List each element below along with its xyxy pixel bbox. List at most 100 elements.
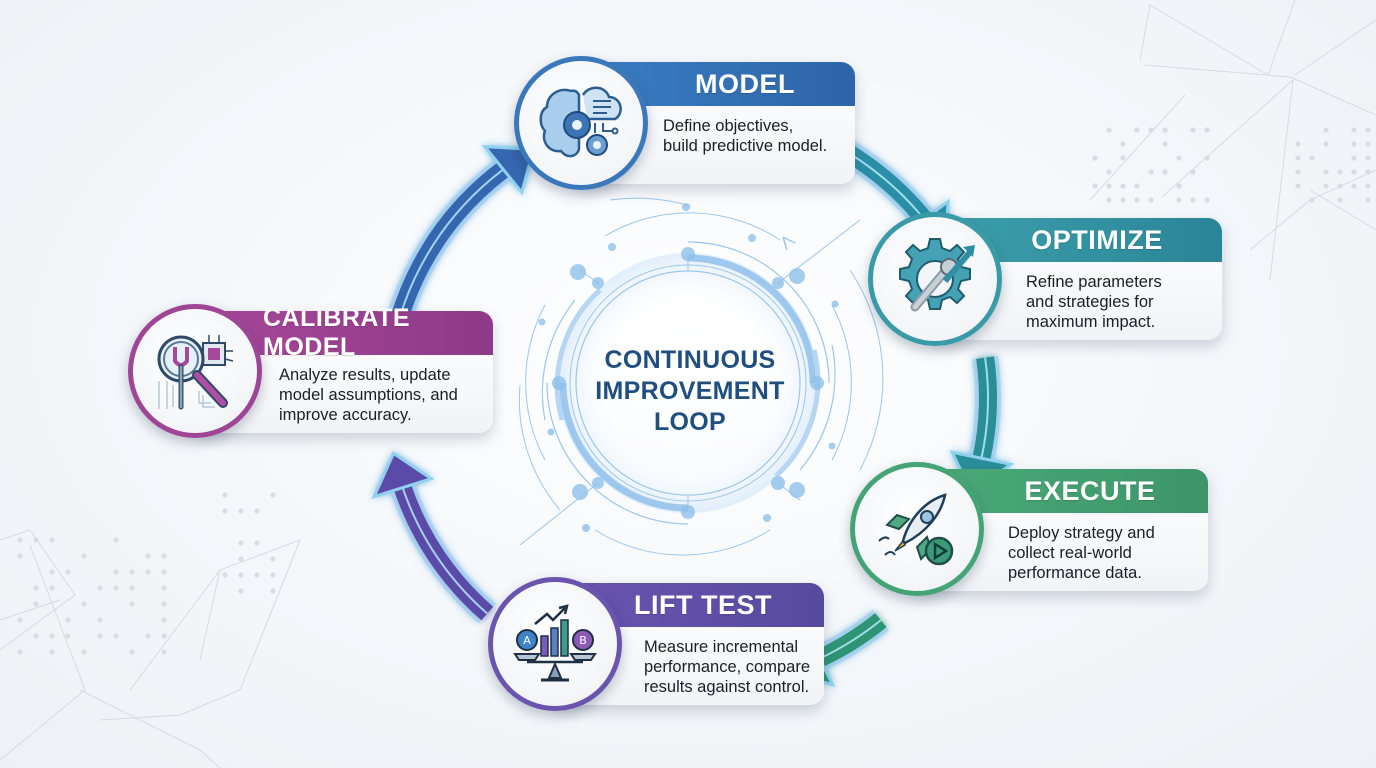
step-badge-calibrate-model <box>128 304 262 438</box>
bg-dot <box>161 585 167 591</box>
bg-dot <box>238 556 244 562</box>
bg-dot <box>222 508 228 514</box>
bg-dot <box>1365 183 1371 189</box>
bg-dot <box>1351 141 1357 147</box>
bg-dot <box>161 649 167 655</box>
bg-dot <box>33 585 39 591</box>
bg-dot <box>1190 127 1196 133</box>
bg-dot <box>33 633 39 639</box>
ring-node <box>828 442 836 450</box>
bg-dot <box>254 572 260 578</box>
bg-dot <box>1176 197 1182 203</box>
bg-dot <box>1148 169 1154 175</box>
bg-dot <box>161 553 167 559</box>
ring-node <box>748 234 756 242</box>
bg-dot <box>129 569 135 575</box>
bg-dot <box>1134 127 1140 133</box>
bg-dot <box>1295 183 1301 189</box>
bg-dot <box>81 649 87 655</box>
ring-node <box>763 514 771 522</box>
bg-dot <box>270 556 276 562</box>
bg-dot <box>1106 127 1112 133</box>
bg-dot <box>1365 127 1371 133</box>
bg-dot <box>238 540 244 546</box>
ring-node <box>547 428 555 436</box>
ring-node <box>552 376 566 390</box>
step-desc-lift-test: Measure incremental performance, compare… <box>644 638 810 696</box>
bg-dot <box>1323 127 1329 133</box>
bg-dot <box>97 633 103 639</box>
bg-dot <box>33 601 39 607</box>
bg-dot <box>1309 197 1315 203</box>
bg-dot <box>270 492 276 498</box>
arrow-lift-test-to-calibrate-highlight <box>401 487 488 615</box>
bg-dot <box>238 508 244 514</box>
bg-dot <box>81 601 87 607</box>
rocket-play-icon <box>878 493 954 566</box>
ring-node <box>681 505 695 519</box>
bg-dot <box>1204 197 1210 203</box>
bg-dot <box>65 633 71 639</box>
bg-dot <box>1106 169 1112 175</box>
bg-dot <box>1176 183 1182 189</box>
bg-dot <box>1351 155 1357 161</box>
ring-node <box>572 484 588 500</box>
bg-dot <box>1162 127 1168 133</box>
bg-dot <box>1295 141 1301 147</box>
bg-dot <box>161 633 167 639</box>
bg-dot <box>49 585 55 591</box>
bg-dot <box>17 649 23 655</box>
bg-dot <box>1351 169 1357 175</box>
bg-dot <box>1204 127 1210 133</box>
bg-dot <box>49 649 55 655</box>
bg-dot <box>49 569 55 575</box>
ring-node <box>771 476 785 490</box>
bg-dot <box>1190 197 1196 203</box>
bg-dot <box>113 585 119 591</box>
bg-dot <box>145 553 151 559</box>
bg-dot <box>1337 183 1343 189</box>
ring-node <box>810 376 824 390</box>
bg-dot <box>129 585 135 591</box>
bg-dot <box>1337 169 1343 175</box>
center-title: CONTINUOUS IMPROVEMENT LOOP <box>595 346 785 436</box>
bg-dot <box>1148 197 1154 203</box>
bg-dot <box>1323 169 1329 175</box>
bg-dot <box>1351 183 1357 189</box>
step-desc-execute: Deploy strategy and collect real-world p… <box>1008 524 1155 582</box>
ring-node <box>682 203 690 211</box>
bg-dot <box>1106 197 1112 203</box>
bg-dot <box>113 633 119 639</box>
step-desc-calibrate-model: Analyze results, update model assumption… <box>279 366 458 424</box>
step-badge-lift-test: A B <box>488 577 622 711</box>
bg-dot <box>65 569 71 575</box>
bg-dot <box>161 617 167 623</box>
bg-dot <box>1295 169 1301 175</box>
bg-dot <box>1176 155 1182 161</box>
bg-dot <box>222 492 228 498</box>
bg-dot <box>222 572 228 578</box>
bg-dot <box>129 649 135 655</box>
ring-node <box>592 277 604 289</box>
bg-dot <box>1092 155 1098 161</box>
gear-wrench-arrow-icon <box>899 238 975 312</box>
magnifier-tuning-fork-chip-icon <box>157 335 234 410</box>
ab-label-a: A <box>523 634 531 647</box>
bg-dot <box>254 508 260 514</box>
step-desc-optimize: Refine parameters and strategies for max… <box>1026 273 1162 331</box>
bg-dot <box>1134 183 1140 189</box>
bg-dot <box>17 553 23 559</box>
bg-dot <box>1309 155 1315 161</box>
ring-node <box>570 264 586 280</box>
ring-node <box>789 482 805 498</box>
ring-node <box>772 277 784 289</box>
bg-dot <box>49 633 55 639</box>
bg-dot <box>145 633 151 639</box>
bg-dot <box>49 537 55 543</box>
bg-dot <box>1162 141 1168 147</box>
bg-dot <box>17 537 23 543</box>
bg-dot <box>97 585 103 591</box>
bg-dot <box>1092 183 1098 189</box>
bg-dot <box>81 553 87 559</box>
